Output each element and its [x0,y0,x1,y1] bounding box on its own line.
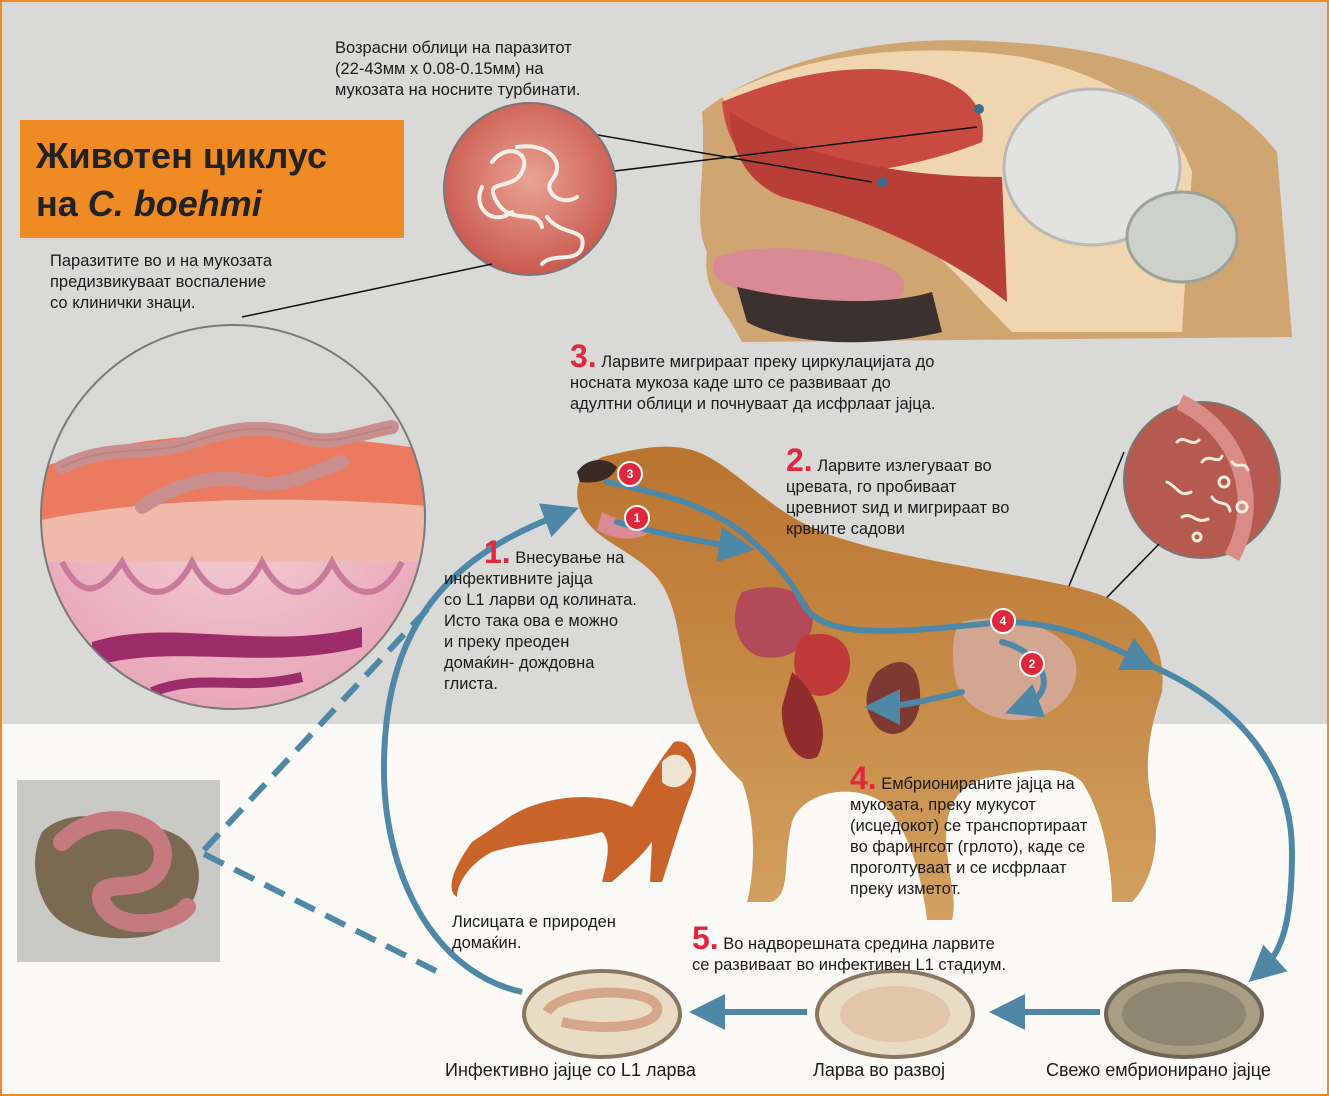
badge-1: 1 [624,505,650,531]
adult-worms-circle [444,103,616,275]
title-prefix: на [36,183,88,224]
step-number: 1. [484,534,511,570]
egg-fresh [1106,971,1262,1057]
text-line: (22-43мм x 0.08-0.15мм) на [335,59,581,80]
egg-infective [524,971,680,1057]
text-line: се развиваат во инфективен L1 стадиум. [692,955,1006,976]
step-number: 2. [786,442,813,478]
title-line1: Животен циклус [36,136,327,176]
step-number: 5. [692,920,719,956]
fox-illustration [452,741,696,897]
text-line: проголтуваат и се исфрлаат [850,858,1087,879]
text-line: со L1 ларви од колината. [444,590,637,611]
text-line: Ларвите мигрираат преку циркулацијата до [601,353,934,371]
title-line2: на C. boehmi [36,184,262,224]
text-line: цревата, го пробиваат [786,477,1009,498]
step-2: 2. Ларвите излегуваат во цревата, го про… [786,450,1009,540]
badge-2: 2 [1019,651,1045,677]
text-line: мукозата на носните турбинати. [335,80,581,101]
adult-forms-text: Возрасни облици на паразитот (22-43мм x … [335,38,581,101]
step-number: 3. [570,338,597,374]
text-line: Паразитите во и на мукозата [50,251,272,272]
text-line: во фарингсот (грлото), каде се [850,837,1087,858]
text-line: и преку преоден [444,632,637,653]
text-line: преку изметот. [850,879,1087,900]
earthworm-box [17,780,220,962]
text-line: крвните садови [786,519,1009,540]
text-line: Лисицата е природен [452,912,616,933]
text-line: Во надворешната средина ларвите [723,935,995,953]
mucosa-tissue-circle [32,264,492,709]
text-line: Ембрионираните јајца на [881,775,1074,793]
text-line: со клинички знаци. [50,293,272,314]
egg-caption-infective: Инфективно јајце со L1 ларва [445,1060,696,1081]
text-line: Внесување на [515,549,624,567]
text-line: инфективните јајца [444,569,637,590]
step-5: 5. Во надворешната средина ларвите се ра… [692,928,1006,976]
text-line: предизвикуваат воспаление [50,272,272,293]
egg-developing [817,971,973,1057]
text-line: цревниот ѕид и мигрираат во [786,498,1009,519]
inflammation-text: Паразитите во и на мукозата предизвикува… [50,251,272,314]
text-line: (исцедокот) се транспортираат [850,816,1087,837]
text-line: домаќин. [452,933,616,954]
text-line: адултни облици и почнуваат да исфрлаат ј… [570,394,936,415]
egg-caption-developing: Ларва во развој [813,1060,945,1081]
step-number: 4. [850,760,877,796]
text-line: Возрасни облици на паразитот [335,38,581,59]
text-line: носната мукоза каде што се развиваат до [570,373,936,394]
text-line: Исто така ова е можно [444,611,637,632]
title-box: Животен циклус на C. boehmi [20,120,404,238]
title-species: C. boehmi [88,183,262,224]
step-1: 1. Внесување на инфективните јајца со L1… [444,542,637,695]
dog-head-section [582,40,1292,342]
step-4: 4. Ембрионираните јајца на мукозата, пре… [850,768,1087,900]
egg-caption-fresh: Свежо ембрионирано јајце [1046,1060,1271,1081]
text-line: мукозата, преку мукусот [850,795,1087,816]
badge-4: 4 [990,608,1016,634]
text-line: глиста. [444,674,637,695]
text-line: домаќин- дождовна [444,653,637,674]
text-line: Ларвите излегуваат во [817,457,991,475]
badge-3: 3 [617,461,643,487]
step-3: 3. Ларвите мигрираат преку циркулацијата… [570,346,936,415]
fox-text: Лисицата е природен домаќин. [452,912,616,954]
